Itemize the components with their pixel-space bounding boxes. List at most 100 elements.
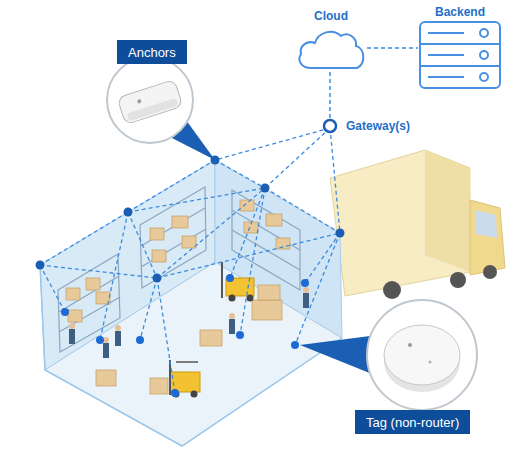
radio-links — [230, 188, 265, 278]
anchor-dots — [153, 274, 162, 283]
truck — [476, 210, 497, 238]
tag-callout — [300, 336, 372, 374]
tag-dots — [301, 279, 309, 287]
shelf-racks — [59, 297, 120, 332]
radio-links — [140, 278, 157, 340]
truck — [330, 150, 505, 299]
shelf-racks — [232, 190, 300, 290]
workers — [69, 329, 75, 344]
boxes — [240, 200, 254, 211]
server-shape — [480, 29, 488, 37]
radio-links — [157, 278, 175, 393]
truck — [470, 200, 505, 275]
boxes — [86, 278, 100, 290]
radio-links — [295, 233, 340, 345]
server-shape — [428, 76, 464, 78]
radio-links — [128, 212, 157, 278]
boxes — [152, 250, 166, 262]
workers — [69, 287, 309, 358]
tag-callout — [384, 325, 460, 385]
shelf-racks — [232, 210, 300, 250]
workers — [303, 293, 309, 308]
truck — [450, 272, 466, 288]
anchor-callout — [107, 57, 215, 160]
workers — [229, 319, 235, 334]
tag-dots — [226, 274, 234, 282]
node-text: Cloud — [314, 8, 348, 24]
forklifts — [221, 262, 223, 298]
gateway-circle — [322, 118, 338, 134]
cloud-shape — [299, 32, 363, 68]
gateway-circle — [324, 120, 336, 132]
gateway-node: Gateway(s) — [322, 118, 410, 134]
boxes — [150, 228, 164, 240]
truck — [383, 281, 401, 299]
anchor-callout — [117, 79, 183, 124]
workers — [69, 323, 75, 329]
anchor-dots — [261, 184, 270, 193]
boxes — [258, 285, 280, 300]
anchor-dots — [336, 229, 345, 238]
server-shape — [418, 20, 502, 90]
shelf-racks — [58, 254, 120, 352]
radio-links — [215, 160, 265, 188]
anchor-callout — [127, 98, 179, 122]
node-text: Gateway(s) — [346, 118, 410, 134]
tag-callout — [300, 300, 477, 410]
workers — [115, 325, 121, 331]
server-icon: Backend — [418, 4, 502, 90]
server-shape — [420, 22, 500, 88]
node-text: Backend — [435, 4, 485, 20]
radio-links — [240, 188, 265, 335]
warehouse-room — [40, 265, 342, 446]
boxes — [266, 214, 282, 226]
server-shape — [428, 54, 464, 56]
anchor-callout — [117, 79, 183, 124]
radio-links — [40, 128, 340, 393]
anchor-dots — [124, 208, 133, 217]
anchor-callout — [107, 57, 193, 143]
radio-links — [40, 265, 157, 278]
radio-links — [100, 212, 128, 340]
forklifts — [191, 391, 198, 398]
tag-callout — [429, 361, 432, 364]
truck — [483, 265, 497, 279]
workers — [115, 331, 121, 346]
workers — [303, 287, 309, 293]
forklifts — [176, 361, 198, 363]
tag-dots — [171, 389, 179, 397]
server-shape — [420, 65, 500, 67]
tag-dots — [96, 336, 104, 344]
dashed-connector — [329, 72, 331, 118]
callout-label: Anchors — [117, 40, 187, 64]
node-text: Tag (non-router) — [366, 415, 459, 430]
anchor-dots — [36, 261, 45, 270]
boxes — [68, 310, 82, 322]
server-shape — [420, 43, 500, 45]
tag-dots — [61, 308, 69, 316]
shelf-racks — [59, 276, 119, 312]
tag-dots — [291, 341, 299, 349]
radio-links — [265, 188, 340, 233]
tag-dots — [61, 274, 309, 397]
boxes — [66, 288, 80, 300]
shelf-racks — [58, 187, 300, 352]
boxes — [150, 378, 168, 394]
tag-callout — [367, 300, 477, 410]
forklifts — [247, 295, 254, 302]
server-shape — [428, 32, 464, 34]
anchor-dots — [211, 156, 220, 165]
radio-links — [157, 233, 340, 278]
radio-links — [265, 128, 330, 188]
forklifts — [229, 295, 236, 302]
callout-label: Tag (non-router) — [355, 410, 470, 434]
boxes — [96, 370, 116, 386]
node-text: Anchors — [128, 45, 176, 60]
anchor-dots — [36, 156, 345, 283]
shelf-racks — [232, 230, 300, 270]
warehouse-room — [45, 262, 342, 446]
radio-links — [157, 188, 265, 278]
radio-links — [40, 212, 128, 265]
